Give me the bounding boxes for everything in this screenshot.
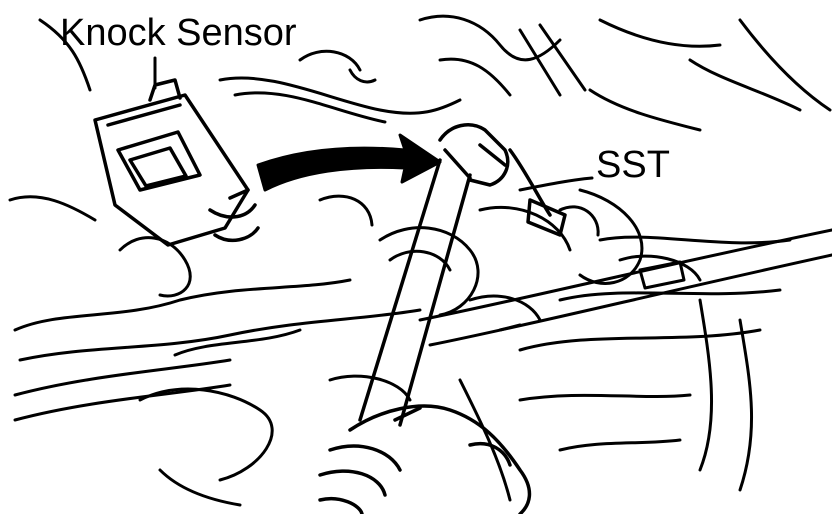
sst-label: SST bbox=[596, 144, 670, 186]
removal-arrow bbox=[256, 133, 442, 192]
knock-sensor bbox=[93, 78, 260, 247]
hand bbox=[318, 404, 532, 514]
knock-sensor-label: Knock Sensor bbox=[60, 12, 297, 54]
leader-lines bbox=[153, 56, 594, 192]
engine-block-linework bbox=[8, 14, 832, 507]
pipe-right bbox=[418, 228, 832, 347]
pipe-left bbox=[13, 358, 232, 422]
sst-socket-tool bbox=[358, 123, 567, 427]
